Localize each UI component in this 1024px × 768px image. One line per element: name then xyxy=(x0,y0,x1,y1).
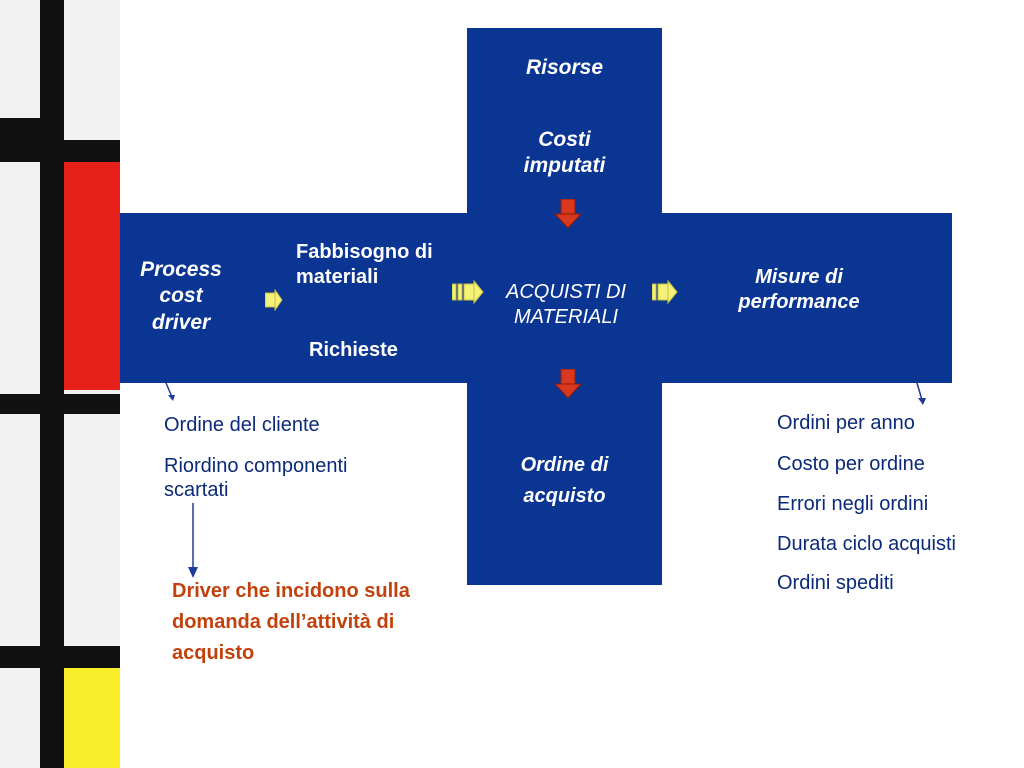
black-bar xyxy=(0,394,120,414)
performance-item: Errori negli ordini xyxy=(777,493,929,515)
performance-item: Durata ciclo acquisti xyxy=(777,533,956,555)
resources-title: Risorse xyxy=(525,56,604,79)
process-cost-driver-label: Process cost driver xyxy=(140,258,222,334)
black-bar xyxy=(40,0,64,768)
material-needs-label: Fabbisogno di materiali xyxy=(296,241,433,288)
connector-arrow-icon xyxy=(165,382,175,401)
cross-horizontal-bar xyxy=(120,213,952,383)
performance-measures-label: Misure di performance xyxy=(738,266,860,313)
mondrian-decoration xyxy=(0,0,120,768)
connector-arrow-icon xyxy=(188,503,198,578)
right-arrow-icon xyxy=(265,289,283,311)
black-bar xyxy=(0,118,40,140)
black-bar xyxy=(0,646,120,668)
performance-item: Costo per ordine xyxy=(777,453,925,475)
down-arrow-icon xyxy=(553,199,583,229)
driver-item: Riordino componenti scartati xyxy=(164,455,348,501)
requests-label: Richieste xyxy=(309,339,398,361)
imputed-costs-label: Costi imputati xyxy=(523,128,606,178)
drivers-caption: Driver che incidono sulla domanda dell’a… xyxy=(172,580,410,664)
center-process-label: ACQUISTI DI MATERIALI xyxy=(505,281,626,328)
driver-item: Ordine del cliente xyxy=(164,414,320,436)
performance-item: Ordini per anno xyxy=(777,412,915,434)
right-arrow-icon xyxy=(452,280,484,304)
red-block xyxy=(64,160,120,390)
performance-item: Ordini spediti xyxy=(777,572,894,594)
black-bar xyxy=(0,140,120,162)
right-arrow-icon xyxy=(652,280,678,304)
yellow-block xyxy=(64,668,120,768)
down-arrow-icon xyxy=(553,369,583,399)
connector-arrow-icon xyxy=(916,382,926,405)
purchase-order-label: Ordine di acquisto xyxy=(520,454,609,507)
